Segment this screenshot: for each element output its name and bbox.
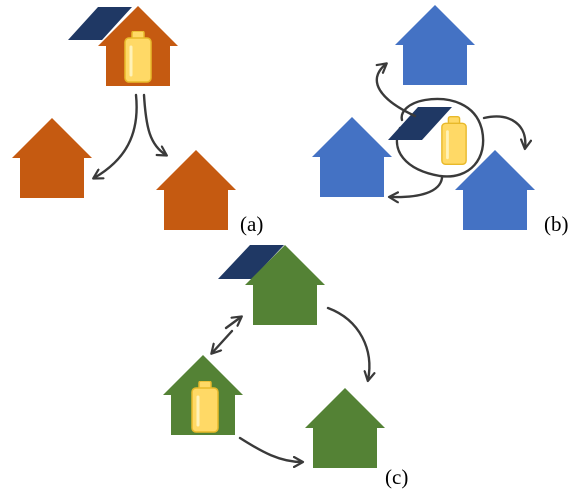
- arrow-connector: [224, 317, 241, 330]
- solar-panel-icon: [218, 245, 284, 279]
- panel-c: (c): [163, 245, 408, 489]
- panel-label: (b): [544, 212, 569, 236]
- battery-icon: [190, 381, 220, 433]
- arrow-connector: [94, 93, 138, 178]
- panel-label: (c): [385, 465, 408, 489]
- house-icon: [455, 150, 535, 230]
- house-icon: [395, 5, 475, 85]
- house-icon: [156, 150, 236, 230]
- arrow-connector: [142, 93, 166, 155]
- battery-icon: [440, 115, 468, 166]
- house-icon: [305, 388, 385, 468]
- battery-icon: [123, 31, 153, 83]
- panel-a: (a): [12, 6, 263, 236]
- house-icon: [12, 118, 92, 198]
- panel-label: (a): [240, 212, 263, 236]
- arrow-connector: [212, 329, 234, 353]
- arrow-connector: [390, 176, 444, 197]
- arrow-connector: [238, 436, 302, 462]
- arrow-connector: [326, 306, 369, 380]
- panel-b: (b): [312, 5, 569, 236]
- solar-panel-icon: [388, 107, 452, 140]
- arrow-connector: [482, 115, 525, 148]
- arrow-connector: [377, 64, 417, 118]
- house-icon: [312, 117, 392, 197]
- hub-loop-outline: [395, 97, 485, 178]
- solar-panel-icon: [68, 7, 132, 40]
